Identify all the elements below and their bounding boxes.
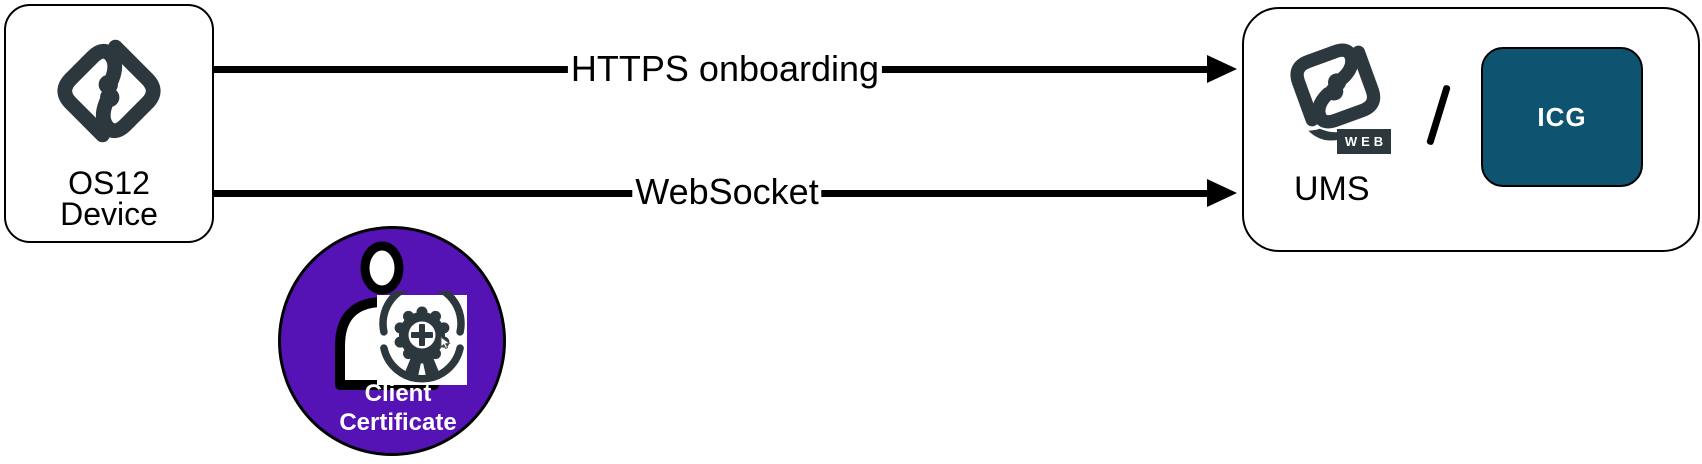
certificate-badge-icon bbox=[379, 291, 465, 383]
client-certificate-label-line2: Certificate bbox=[339, 409, 457, 436]
websocket-arrow-head bbox=[1207, 179, 1237, 207]
websocket-arrow-label: WebSocket bbox=[632, 171, 822, 213]
device-label-line2: Device bbox=[60, 196, 158, 232]
icg-node: ICG bbox=[1481, 47, 1643, 187]
https-onboarding-arrow-head bbox=[1207, 55, 1237, 83]
ums-label: UMS bbox=[1294, 170, 1370, 208]
os12-device-node: OS12 Device bbox=[4, 4, 214, 243]
mouse-cursor-icon bbox=[440, 336, 451, 350]
igel-ums-web-logo-icon bbox=[1290, 43, 1381, 141]
web-badge: WEB bbox=[1337, 129, 1391, 154]
icg-label: ICG bbox=[1537, 101, 1587, 132]
https-onboarding-arrow-label: HTTPS onboarding bbox=[567, 48, 883, 90]
client-certificate-label: Client Certificate bbox=[298, 379, 498, 437]
device-label-line1: OS12 bbox=[68, 165, 150, 201]
client-certificate-label-line1: Client bbox=[364, 380, 432, 407]
igel-os-logo-icon bbox=[57, 39, 161, 143]
